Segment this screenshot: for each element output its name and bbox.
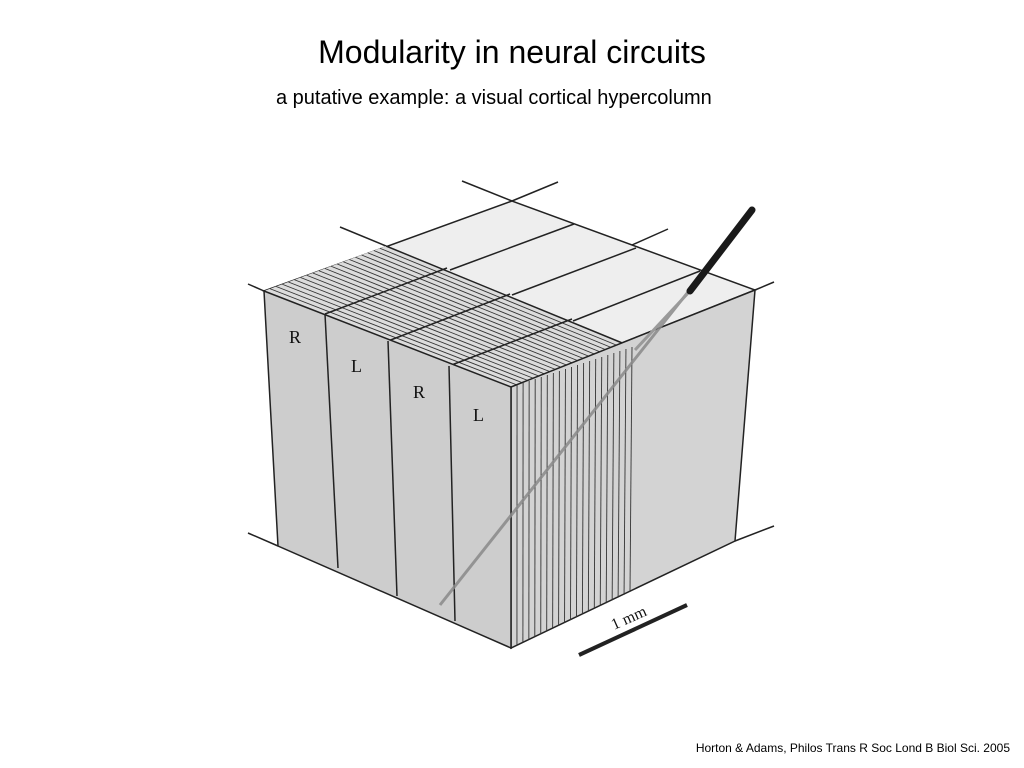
top-stripe bbox=[300, 277, 548, 376]
scale-bar bbox=[578, 603, 688, 657]
top-stripe bbox=[349, 259, 596, 360]
right-slice-line bbox=[558, 370, 560, 626]
right-slice-line bbox=[581, 362, 585, 615]
right-slice-line bbox=[605, 354, 609, 604]
top-stripe bbox=[282, 283, 530, 382]
column-label-r2: R bbox=[413, 382, 425, 402]
right-slice-line bbox=[617, 350, 621, 598]
slide-title: Modularity in neural circuits bbox=[318, 34, 706, 70]
right-slice-line bbox=[593, 358, 597, 609]
right-slice-line bbox=[576, 364, 578, 618]
top-stripe bbox=[355, 256, 602, 358]
right-slice-line bbox=[570, 366, 572, 621]
right-slice-line bbox=[587, 360, 591, 612]
right-slice-line bbox=[611, 352, 615, 601]
citation: Horton & Adams, Philos Trans R Soc Lond … bbox=[695, 741, 1010, 755]
right-slice-line bbox=[552, 372, 554, 629]
top-stripe bbox=[379, 247, 627, 350]
right-slice-line bbox=[629, 346, 633, 593]
right-slice-line bbox=[540, 376, 542, 635]
column-label-l2: L bbox=[473, 405, 484, 425]
right-slice-line bbox=[599, 356, 603, 607]
column-label-l1: L bbox=[351, 356, 362, 376]
top-stripe bbox=[361, 254, 608, 356]
scale-bar-label: 1 mm bbox=[609, 603, 650, 634]
right-slice-line bbox=[564, 368, 566, 623]
top-face-lines bbox=[324, 223, 701, 367]
top-stripe bbox=[276, 286, 524, 384]
slide-subtitle: a putative example: a visual cortical hy… bbox=[276, 87, 712, 109]
top-stripe bbox=[373, 250, 621, 352]
right-face-slices bbox=[516, 346, 633, 646]
right-slice-line bbox=[623, 348, 627, 595]
top-stripe bbox=[269, 288, 518, 386]
right-slice-line bbox=[546, 374, 548, 632]
ocular-dominance-boundaries bbox=[324, 313, 456, 622]
guide-lines bbox=[247, 180, 775, 547]
electrode bbox=[438, 206, 756, 606]
column-label-r1: R bbox=[289, 327, 301, 347]
top-stripe bbox=[288, 281, 536, 380]
top-stripe bbox=[367, 252, 615, 354]
top-stripe bbox=[294, 279, 542, 378]
